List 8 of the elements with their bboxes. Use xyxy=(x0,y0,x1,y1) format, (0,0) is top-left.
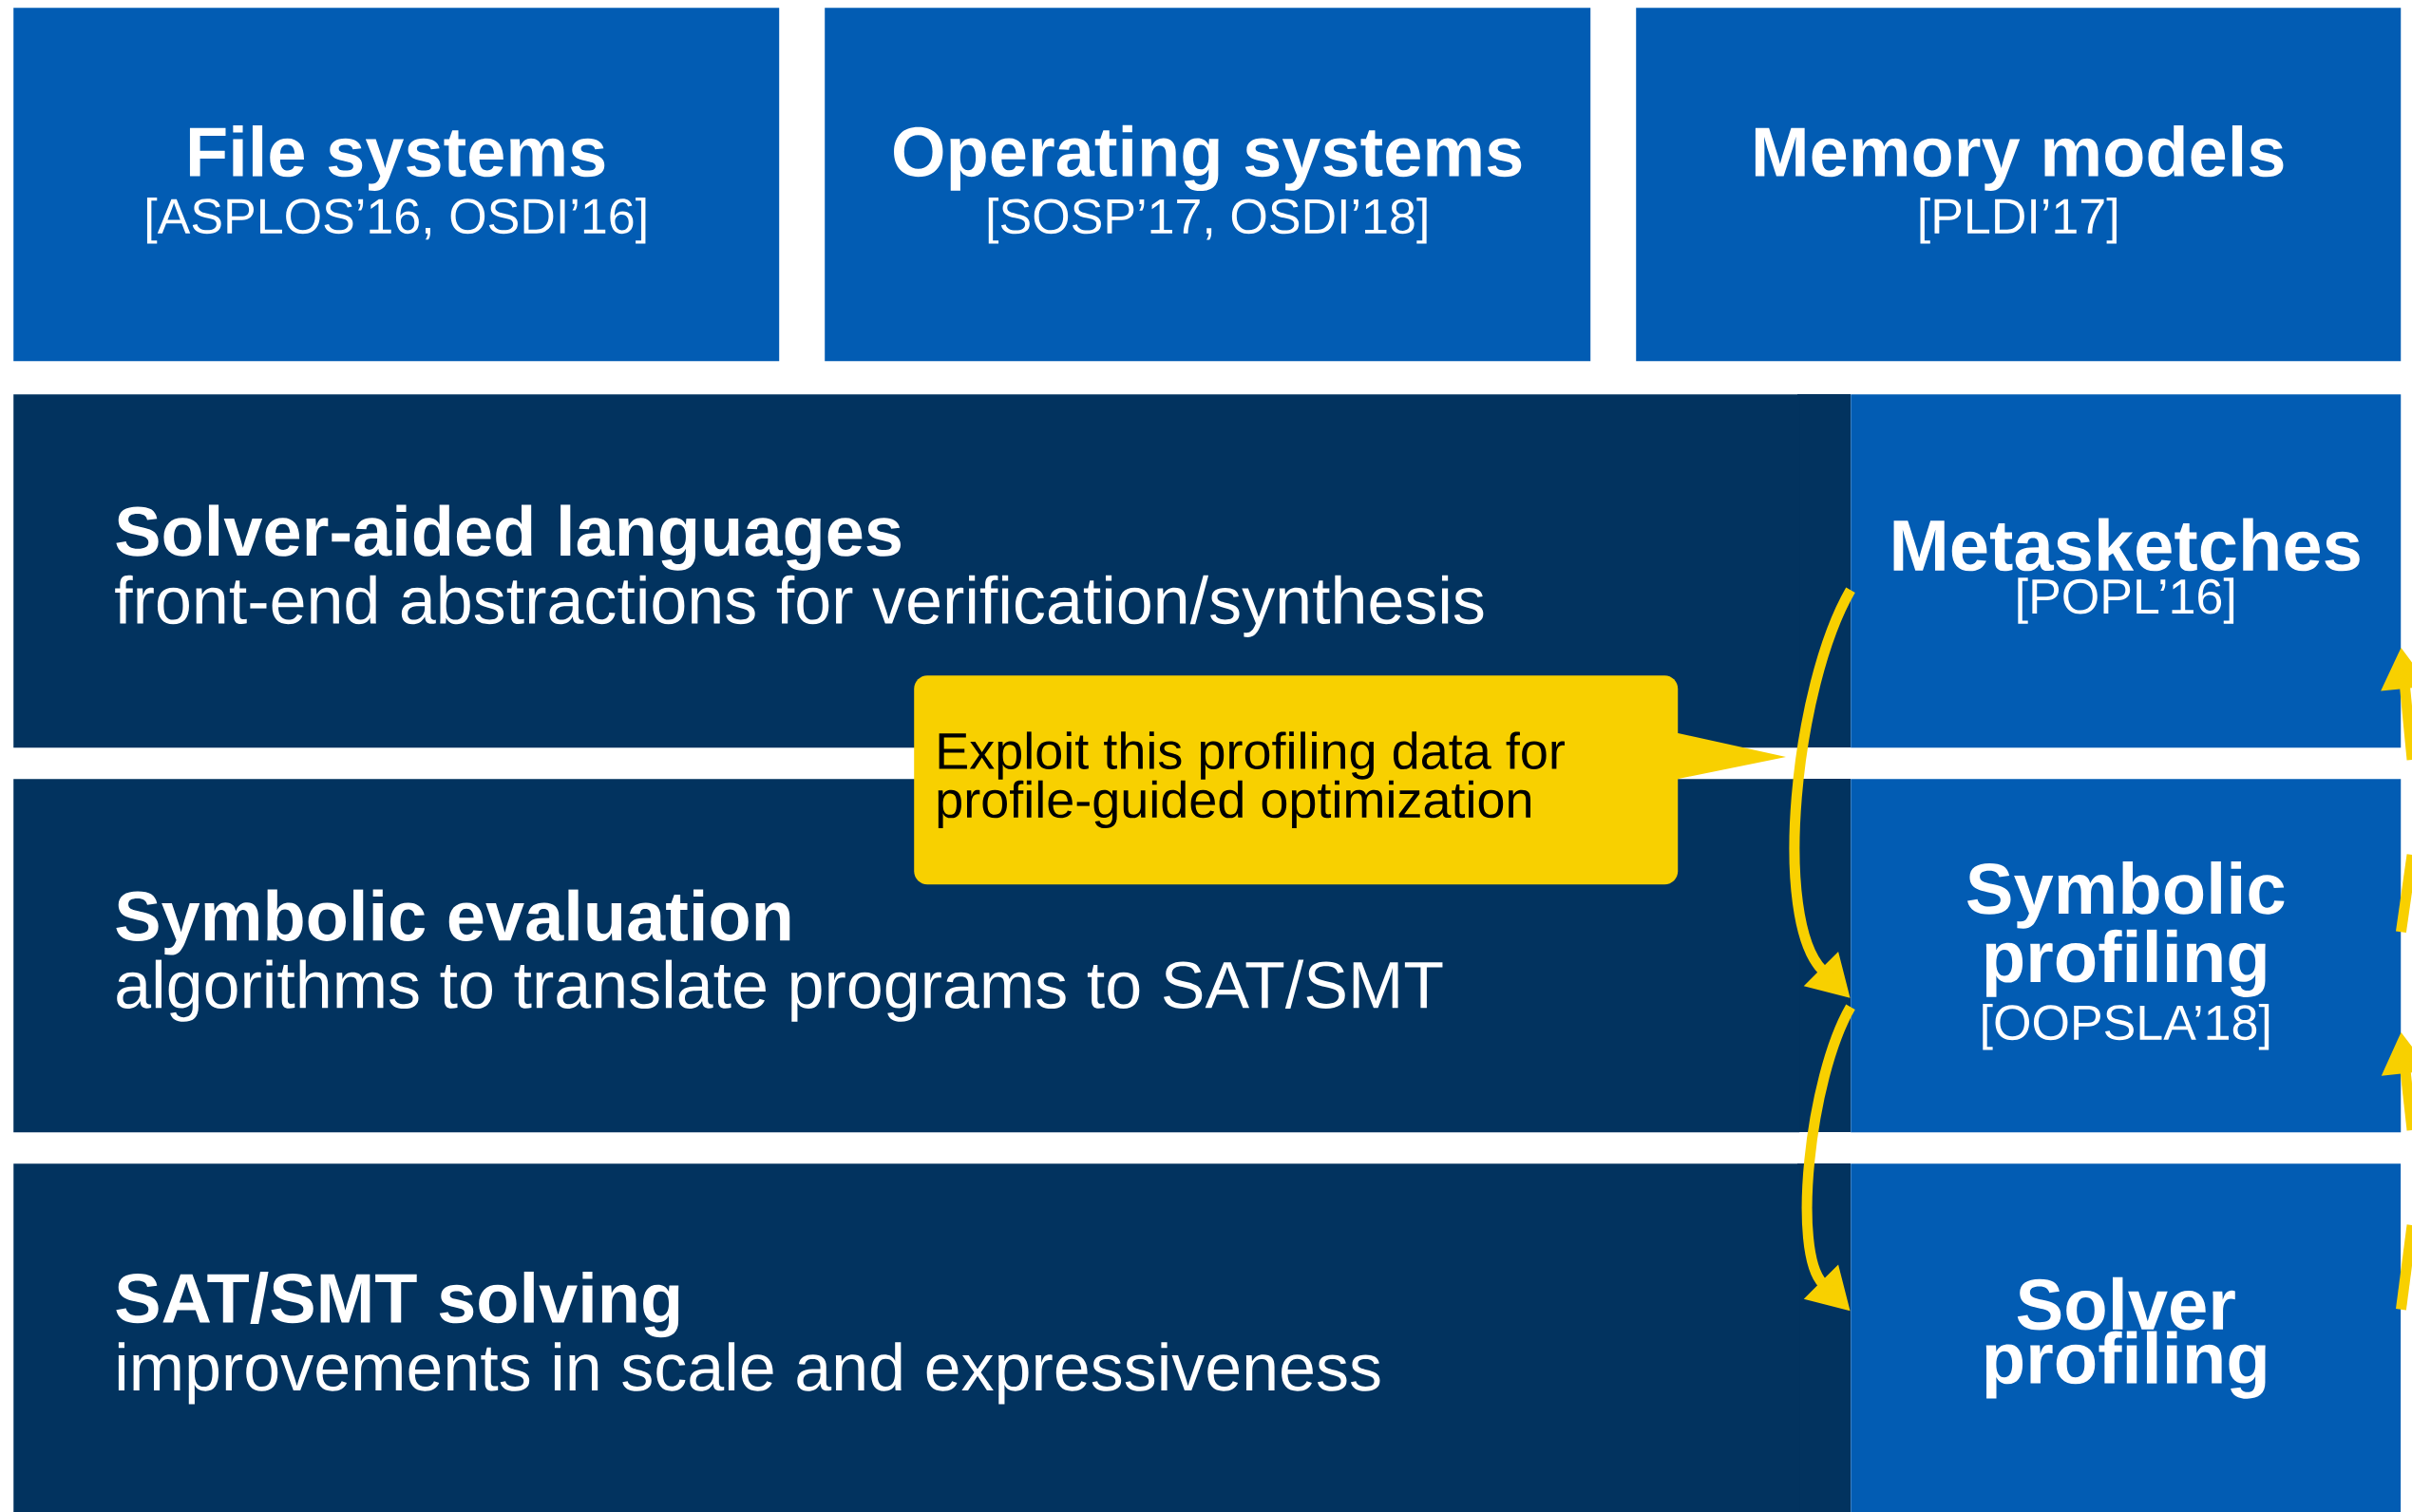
callout-box: Exploit this profiling data for profile-guided optimization xyxy=(914,675,1787,885)
layer-band: SAT/SMT solving improvements in scale and expressiveness xyxy=(13,1163,1852,1512)
profiling-box: Metasketches [POPL’16] xyxy=(1851,394,2402,748)
profiling-box: Symbolic profiling [OOPSLA’18] xyxy=(1851,779,2402,1133)
topic-box: File systems [ASPLOS’16, OSDI’16] xyxy=(13,8,780,362)
profiling-box: Solver profiling xyxy=(1851,1163,2402,1512)
topic-box: Operating systems [SOSP’17, OSDI’18] xyxy=(825,8,1591,362)
topic-box: Memory models [PLDI’17] xyxy=(1636,8,2402,362)
